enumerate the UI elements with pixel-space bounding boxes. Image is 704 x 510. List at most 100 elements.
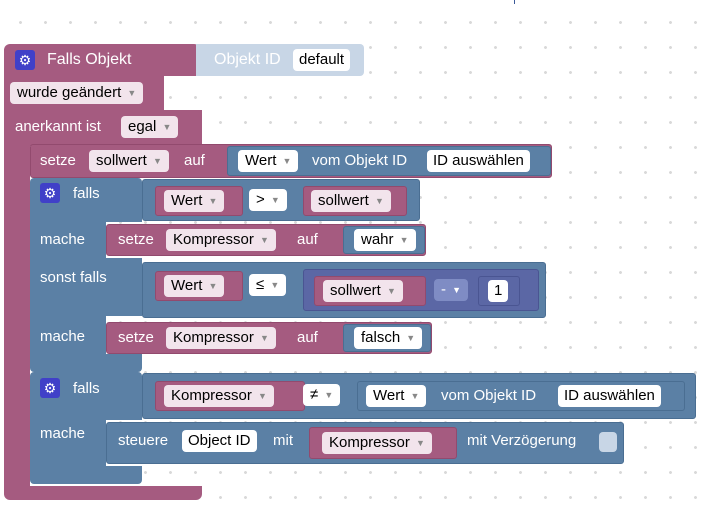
setze-label: setze [40, 152, 76, 169]
auf-label: auf [184, 152, 205, 169]
object-id-field[interactable]: default [293, 49, 351, 71]
set-kompressor-false-block[interactable]: setze Kompressor▼ auf falsch▼ [106, 322, 432, 354]
compare-block-3[interactable]: Kompressor▼ ≠▼ Wert▼ vom Objekt ID ID au… [142, 373, 696, 419]
if-block-2[interactable]: ⚙ falls mache Kompressor▼ ≠▼ Wert▼ vom O… [0, 0, 696, 484]
sollwert-dropdown-label: sollwert [330, 282, 381, 299]
dropdown-arrow-icon: ▼ [208, 281, 218, 291]
attribute-dropdown[interactable]: Wert ▼ [366, 385, 427, 407]
ack-dropdown[interactable]: egal ▼ [121, 116, 179, 138]
falsch-dropdown[interactable]: falsch▼ [354, 327, 423, 349]
event-block-spine [4, 146, 30, 488]
bool-block-wahr[interactable]: wahr ▼ [343, 226, 425, 254]
gear-icon[interactable]: ⚙ [15, 50, 35, 70]
gear-icon[interactable]: ⚙ [40, 183, 60, 203]
gear-icon[interactable]: ⚙ [40, 378, 60, 398]
dropdown-arrow-icon: ▼ [152, 156, 162, 166]
kompressor-dropdown-label: Kompressor [171, 387, 252, 404]
mache-label: mache [40, 425, 86, 442]
math-operator-label: - [441, 281, 446, 298]
dropdown-arrow-icon: ▼ [374, 196, 384, 206]
compare-block-2[interactable]: Wert▼ ≤▼ sollwert▼ -▼ 1 [142, 262, 546, 318]
kompressor-dropdown[interactable]: Kompressor ▼ [164, 385, 274, 407]
falsch-dropdown-label: falsch [361, 329, 401, 346]
kompressor-dropdown-label: Kompressor [173, 231, 254, 248]
var-wert-block[interactable]: Wert▼ [155, 271, 243, 301]
dropdown-arrow-icon: ▼ [162, 122, 172, 132]
dropdown-arrow-icon: ▼ [257, 391, 267, 401]
operator-dropdown[interactable]: ≠▼ [303, 384, 341, 406]
setze-label: setze [118, 329, 154, 346]
select-id-field[interactable]: ID auswählen [558, 385, 661, 407]
number-block[interactable]: 1 [478, 276, 520, 306]
kompressor-dropdown[interactable]: Kompressor▼ [322, 432, 432, 454]
delay-label: mit Verzögerung [467, 432, 577, 449]
bool-block-falsch[interactable]: falsch▼ [343, 324, 431, 352]
operator-dropdown-label: ≤ [256, 276, 265, 293]
set-kompressor-true-block[interactable]: setze Kompressor▼ auf wahr▼ [106, 224, 426, 256]
from-object-label: vom Objekt ID [441, 387, 537, 404]
set-sollwert-block[interactable]: setze sollwert▼ auf Wert▼ vom Objekt ID … [30, 144, 552, 178]
var-wert-block[interactable]: Wert ▼ [155, 186, 243, 216]
object-id-socket[interactable]: Objekt ID default [196, 44, 364, 76]
wert-dropdown[interactable]: Wert▼ [164, 275, 225, 297]
if-block-1[interactable]: ⚙ falls mache sonst falls mache Wert▼ >▼… [0, 0, 546, 372]
kompressor-dropdown-label: Kompressor [173, 329, 254, 346]
steuere-label: steuere [118, 432, 169, 449]
control-block[interactable]: steuere Object ID mit Kompressor▼ mit Ve… [106, 422, 624, 464]
dropdown-arrow-icon: ▼ [399, 235, 409, 245]
attribute-dropdown-label: Wert [245, 152, 277, 169]
select-id-field[interactable]: ID auswählen [427, 150, 530, 172]
if1-elseif-row [30, 258, 142, 316]
kompressor-dropdown-label: Kompressor [329, 434, 410, 451]
wahr-dropdown[interactable]: wahr ▼ [354, 229, 416, 251]
if1-footer [30, 354, 142, 372]
get-value-block[interactable]: Wert▼ vom Objekt ID ID auswählen [227, 146, 551, 176]
wahr-dropdown-label: wahr [361, 231, 394, 248]
dropdown-arrow-icon: ▼ [127, 88, 137, 98]
operator-dropdown[interactable]: >▼ [249, 189, 287, 211]
changed-dropdown-label: wurde geändert [17, 84, 122, 101]
sollwert-dropdown[interactable]: sollwert ▼ [323, 280, 403, 302]
auf-label: auf [297, 329, 318, 346]
wert-dropdown[interactable]: Wert ▼ [164, 190, 225, 212]
ack-dropdown-label: egal [128, 118, 157, 135]
dropdown-arrow-icon: ▼ [386, 286, 396, 296]
delay-checkbox[interactable] [599, 432, 617, 452]
setze-label: setze [118, 231, 154, 248]
event-title: Falls Objekt [47, 51, 132, 68]
changed-dropdown[interactable]: wurde geändert ▼ [10, 82, 144, 104]
dropdown-arrow-icon: ▼ [324, 390, 334, 400]
cursor-mark [514, 0, 515, 4]
sonst-falls-label: sonst falls [40, 269, 107, 286]
kompressor-dropdown[interactable]: Kompressor▼ [166, 229, 276, 251]
if2-footer [30, 466, 142, 484]
dropdown-arrow-icon: ▼ [208, 196, 218, 206]
falls-label: falls [73, 185, 100, 202]
sollwert-dropdown[interactable]: sollwert▼ [311, 190, 391, 212]
var-sollwert-block[interactable]: sollwert ▼ [314, 276, 426, 306]
object-id-field[interactable]: Object ID [182, 430, 257, 452]
var-kompressor-block[interactable]: Kompressor▼ [309, 427, 457, 459]
var-sollwert-block[interactable]: sollwert▼ [303, 186, 407, 216]
get-value-block[interactable]: Wert ▼ vom Objekt ID ID auswählen [357, 381, 685, 411]
event-block-header [4, 44, 200, 76]
math-block[interactable]: sollwert ▼ -▼ 1 [303, 269, 539, 311]
dropdown-arrow-icon: ▼ [410, 391, 420, 401]
attribute-dropdown[interactable]: Wert ▼ [238, 150, 299, 172]
dropdown-arrow-icon: ▼ [282, 156, 292, 166]
number-field[interactable]: 1 [488, 280, 509, 302]
sollwert-dropdown-label: sollwert [96, 152, 147, 169]
ack-label: anerkannt ist [15, 118, 101, 135]
kompressor-dropdown[interactable]: Kompressor▼ [166, 327, 276, 349]
sollwert-dropdown[interactable]: sollwert ▼ [89, 150, 169, 172]
wert-dropdown-label: Wert [171, 192, 203, 209]
math-operator-dropdown[interactable]: -▼ [434, 279, 468, 301]
var-kompressor-block[interactable]: Kompressor ▼ [155, 381, 305, 411]
operator-dropdown[interactable]: ≤▼ [249, 274, 287, 296]
dropdown-arrow-icon: ▼ [270, 280, 280, 290]
operator-dropdown-label: ≠ [310, 386, 319, 403]
compare-block-1[interactable]: Wert ▼ >▼ sollwert▼ [142, 179, 420, 221]
object-id-label: Objekt ID [214, 51, 281, 68]
attribute-dropdown-label: Wert [373, 387, 405, 404]
